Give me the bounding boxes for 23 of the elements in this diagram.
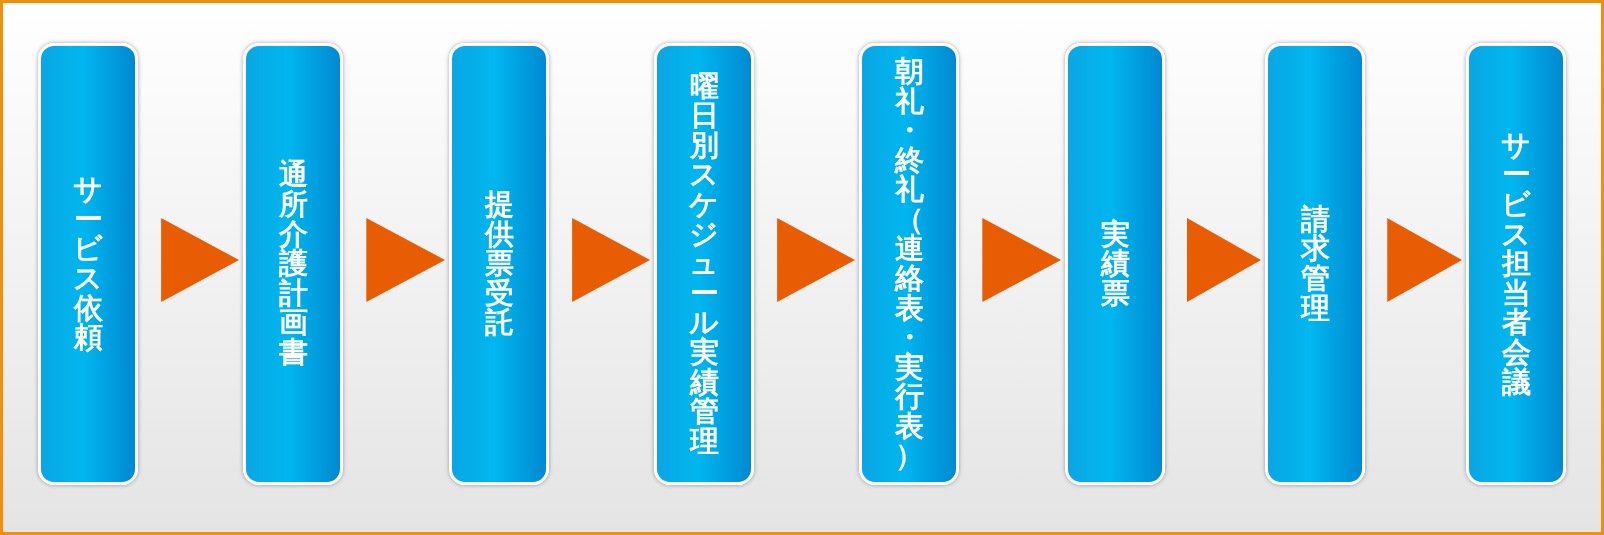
- step-label: 請求管理: [1299, 204, 1331, 324]
- process-box: [1265, 43, 1365, 485]
- step-label: 提供票受託: [483, 190, 515, 338]
- arrow: [161, 218, 239, 302]
- process-box: [38, 43, 138, 485]
- step-label: 実績票: [1099, 219, 1131, 309]
- arrow: [572, 218, 650, 302]
- process-box: [654, 43, 754, 485]
- step-label: 曜日別スケジュール実績管理: [688, 71, 720, 457]
- process-box: [1466, 43, 1566, 485]
- process-box: [1065, 43, 1165, 485]
- step-label: サービス担当者会議: [1500, 130, 1532, 398]
- step-label: 朝礼・終礼（連絡表・実行表）: [893, 56, 925, 472]
- arrow: [982, 218, 1061, 302]
- arrow: [777, 218, 855, 302]
- process-box: [859, 43, 959, 485]
- arrow: [1387, 218, 1462, 302]
- arrow: [366, 218, 445, 302]
- process-box: [243, 43, 343, 485]
- step-label: 通所介護計画書: [277, 160, 309, 368]
- arrow: [1187, 218, 1261, 302]
- process-box: [449, 43, 549, 485]
- step-label: サービス依頼: [72, 175, 104, 353]
